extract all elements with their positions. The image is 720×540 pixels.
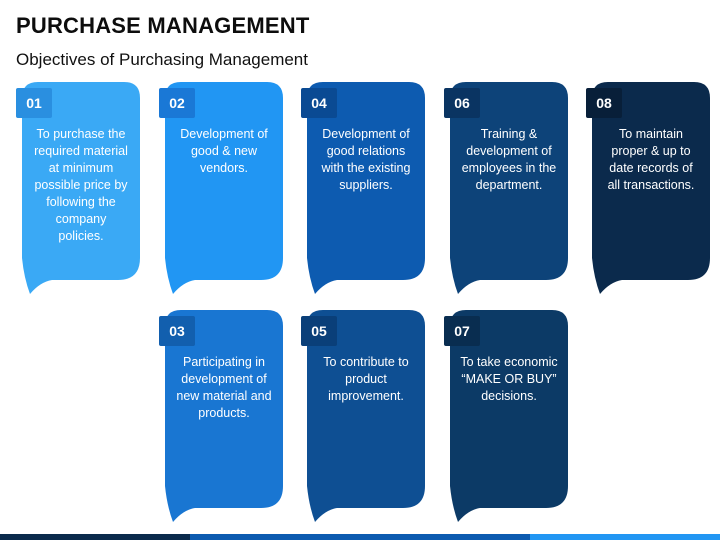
card-text: Participating in development of new mate… (176, 355, 272, 420)
card-number-badge: 04 (301, 88, 337, 118)
card-text: To purchase the required material at min… (34, 127, 128, 243)
card-background (307, 82, 425, 294)
card-number-badge: 07 (444, 316, 480, 346)
card-background (450, 82, 568, 294)
card-text: Development of good & new vendors. (180, 127, 268, 175)
bottom-accent-bar (0, 534, 720, 540)
page-title: PURCHASE MANAGEMENT (16, 13, 310, 38)
card-number-badge: 02 (159, 88, 195, 118)
objective-card-08: 08 To maintain proper & up to date record… (586, 82, 710, 294)
card-text: To take economic “MAKE OR BUY” decisions… (460, 355, 558, 403)
card-text: To maintain proper & up to date records … (607, 127, 695, 192)
card-number-badge: 08 (586, 88, 622, 118)
bottom-bar-segment (530, 534, 720, 540)
card-background (165, 310, 283, 522)
card-number-badge: 03 (159, 316, 195, 346)
bottom-bar-segment (0, 534, 190, 540)
card-text: Development of good relations with the e… (321, 127, 411, 192)
card-background (307, 310, 425, 522)
page-subtitle: Objectives of Purchasing Management (16, 50, 308, 69)
card-number-badge: 01 (16, 88, 52, 118)
objective-card-07: 07 To take economic “MAKE OR BUY” decisio… (444, 310, 568, 522)
card-number-badge: 05 (301, 316, 337, 346)
card-text: To contribute to product improvement. (323, 355, 409, 403)
card-number-badge: 06 (444, 88, 480, 118)
objective-card-01: 01 To purchase the required material at m… (16, 82, 140, 294)
bottom-bar-segment (190, 534, 530, 540)
card-background (592, 82, 710, 294)
objective-card-05: 05 To contribute to product improvement. (301, 310, 425, 522)
card-background (450, 310, 568, 522)
card-text: Training & development of employees in t… (461, 127, 557, 192)
card-background (165, 82, 283, 294)
card-background (22, 82, 140, 294)
